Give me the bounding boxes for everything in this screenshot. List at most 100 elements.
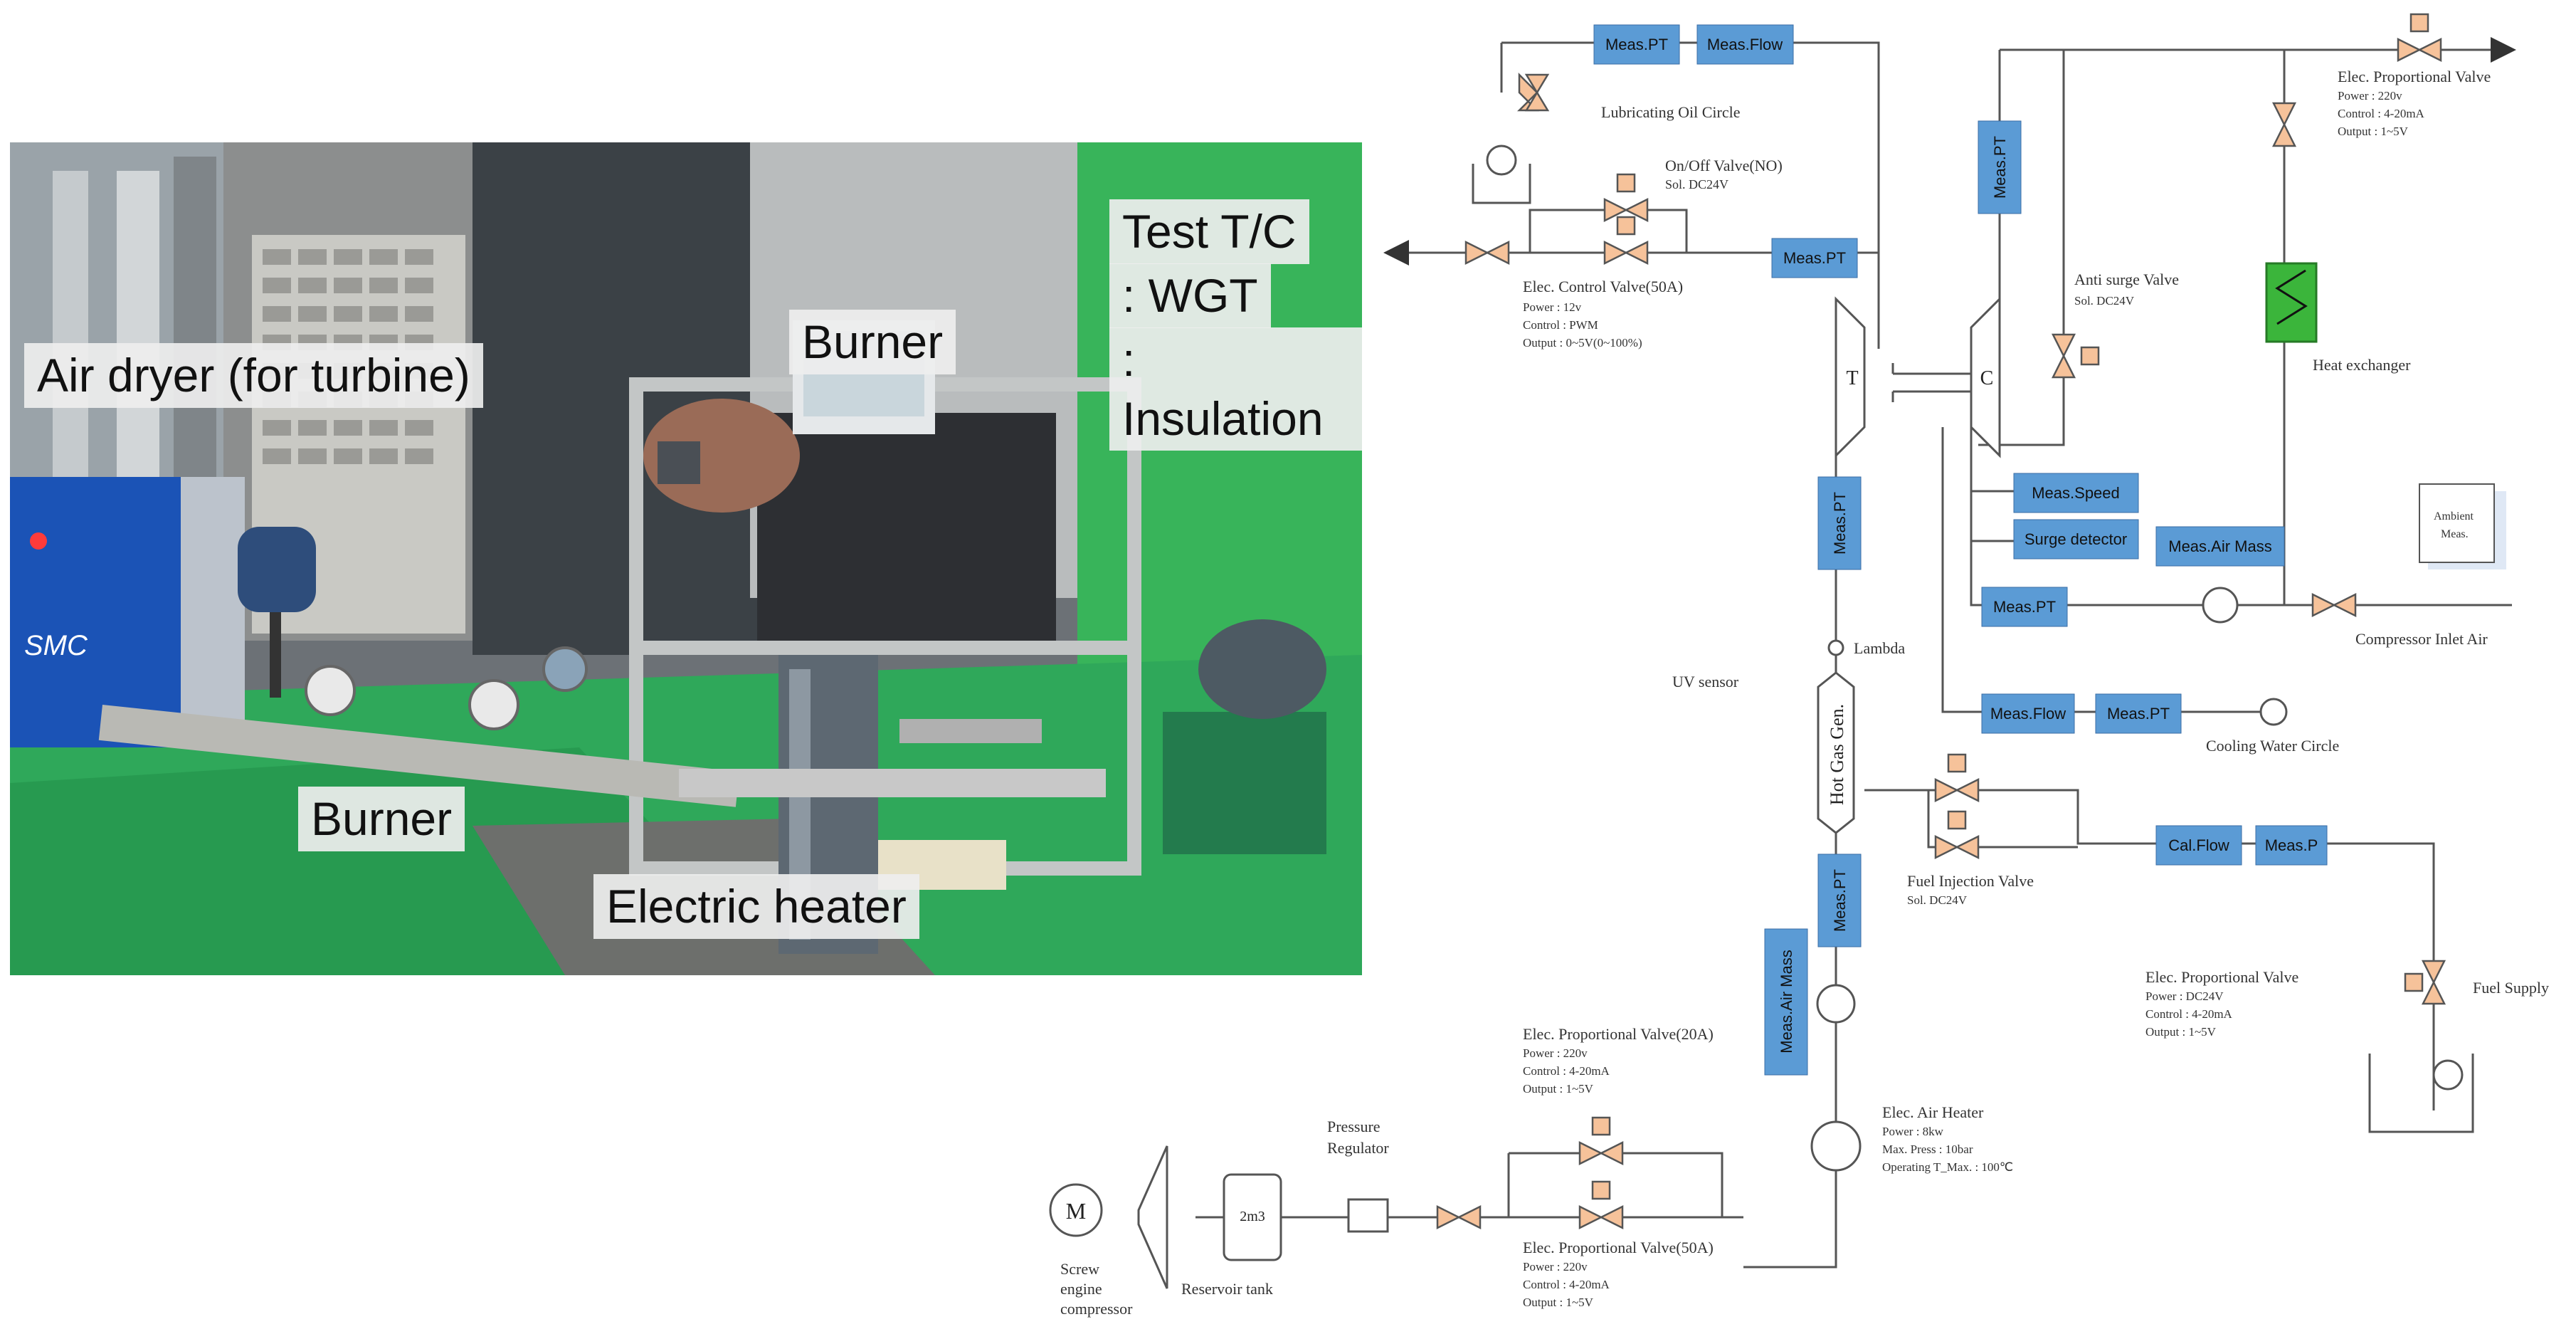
- p50-output: Output : 1~5V: [1523, 1296, 1594, 1309]
- meas-flow-cool-text: Meas.Flow: [1990, 705, 2066, 723]
- lub-valve-icon: [1516, 72, 1550, 112]
- meas-p: [2255, 825, 2328, 866]
- meas-boxes: Meas.PT Meas.Flow Meas.PT Meas.PT Meas.P…: [1593, 24, 2328, 1076]
- surge-detector-text: Surge detector: [2025, 530, 2127, 548]
- fuel-injection-valve2-icon: [1934, 810, 1980, 860]
- prop-top-control: Control : 4-20mA: [2338, 107, 2425, 120]
- lambda-label: Lambda: [1854, 639, 1905, 657]
- prop-valve-50a-label: Elec. Proportional Valve(50A): [1523, 1239, 1714, 1256]
- ambient-label: Ambient: [2434, 510, 2474, 522]
- reservoir-tank-icon: [1223, 1173, 1282, 1261]
- cal-flow: [2155, 825, 2242, 866]
- bypass-valve-icon: [2271, 102, 2297, 147]
- test-rig-photo: SMC Test T/C : WGT : Insulatio: [10, 142, 1362, 975]
- inlet-valve-icon: [2311, 592, 2357, 618]
- anti-surge-label: Anti surge Valve: [2074, 271, 2179, 288]
- meas-pt-cool-text: Meas.PT: [2107, 705, 2170, 723]
- heat-exchanger-icon: [2265, 262, 2318, 343]
- prop-valve-fuel-label: Elec. Proportional Valve: [2145, 968, 2298, 986]
- reservoir-tank-label: Reservoir tank: [1181, 1280, 1273, 1298]
- meas-pt-outlet: [1771, 238, 1858, 278]
- cooling-water-pump-icon: [2259, 698, 2288, 726]
- onoff-valve-label: On/Off Valve(NO): [1665, 157, 1783, 174]
- label-electric-heater: Electric heater: [593, 874, 919, 939]
- control-valve-icon: [1603, 216, 1649, 266]
- p20-output: Output : 1~5V: [1523, 1082, 1594, 1096]
- ctrl-control: Control : PWM: [1523, 318, 1598, 332]
- prop-fuel-control: Control : 4-20mA: [2145, 1007, 2233, 1021]
- air-heater-icon: [1810, 1120, 1862, 1172]
- air-mass-flowmeter-icon: [1816, 984, 1856, 1024]
- fuel-supply-label: Fuel Supply: [2473, 979, 2549, 997]
- prop-valve-top-label: Elec. Proportional Valve: [2338, 68, 2491, 85]
- prop-fuel-output: Output : 1~5V: [2145, 1025, 2217, 1039]
- meas-flow-top-text: Meas.Flow: [1707, 36, 1783, 53]
- lub-oil-label: Lubricating Oil Circle: [1601, 103, 1741, 121]
- heat-exchanger-label: Heat exchanger: [2313, 356, 2411, 374]
- compressor-inlet-label: Compressor Inlet Air: [2355, 630, 2488, 648]
- fuel-pump-icon: [2432, 1059, 2464, 1091]
- meas-pt-top: [1593, 24, 1680, 65]
- meas-speed-text: Meas.Speed: [2032, 484, 2120, 502]
- air-heater-label: Elec. Air Heater: [1882, 1103, 1984, 1121]
- meas-pt-cool: [2095, 693, 2182, 734]
- meas-pt-hgg: [1817, 854, 1862, 947]
- meas-air-mass-comp-text: Meas.Air Mass: [2168, 537, 2271, 555]
- lub-pump-icon: [1486, 145, 1517, 176]
- anti-surge-valve-icon: [2051, 333, 2100, 379]
- regulator-label: Regulator: [1327, 1139, 1389, 1157]
- meas-pt-outlet-text: Meas.PT: [1783, 249, 1846, 267]
- fuel-injection-label: Fuel Injection Valve: [1907, 872, 2034, 890]
- onoff-valve-icon: [1603, 173, 1649, 223]
- meas-flow-cool: [1981, 693, 2075, 734]
- label-wgt: : WGT: [1109, 263, 1271, 328]
- p20-control: Control : 4-20mA: [1523, 1064, 1610, 1078]
- ambient-meas-box: [2419, 483, 2495, 563]
- prop-fuel-power: Power : DC24V: [2145, 989, 2224, 1003]
- label-burner-top: Burner: [789, 310, 956, 374]
- fuel-injection-sol: Sol. DC24V: [1907, 893, 1968, 907]
- turbine-icon: [1835, 296, 1866, 458]
- compressor-icon: [1970, 296, 2001, 458]
- meas-pt-inlet: [1981, 587, 2068, 627]
- meas-pt-turbine-text: Meas.PT: [1831, 492, 1849, 555]
- lambda-sensor-icon: [1827, 639, 1844, 656]
- prop-top-power: Power : 220v: [2338, 89, 2402, 103]
- ctrl-power: Power : 12v: [1523, 300, 1582, 314]
- meas-pt-comp: [1978, 120, 2022, 214]
- meas-pt-top-text: Meas.PT: [1605, 36, 1668, 53]
- meas-label: Meas.: [2441, 528, 2469, 540]
- fuel-injection-valve1-icon: [1934, 753, 1980, 803]
- ah-power: Power : 8kw: [1882, 1125, 1944, 1138]
- meas-p-text: Meas.P: [2265, 836, 2318, 854]
- air-mass-meter-icon: [2202, 587, 2239, 624]
- screw-compressor-icon: [1137, 1145, 1168, 1289]
- prop-valve-20a-icon: [1578, 1116, 1624, 1166]
- hot-gas-generator: [1817, 671, 1855, 834]
- screw-label: Screw: [1060, 1260, 1099, 1278]
- surge-detector: [2013, 519, 2139, 560]
- meas-air-mass-low: [1764, 928, 1808, 1076]
- turbine-label: T: [1846, 367, 1858, 389]
- compressor-label: C: [1980, 367, 1994, 389]
- meas-pt-comp-text: Meas.PT: [1991, 136, 2009, 199]
- meas-air-mass-comp: [2155, 526, 2285, 567]
- label-test-tc: Test T/C: [1109, 199, 1309, 264]
- motor-label: M: [1066, 1198, 1086, 1224]
- tank-volume: 2m3: [1240, 1209, 1265, 1224]
- prop-top-output: Output : 1~5V: [2338, 125, 2409, 138]
- p20-power: Power : 220v: [1523, 1046, 1588, 1060]
- uv-sensor-label: UV sensor: [1672, 673, 1739, 690]
- p50-control: Control : 4-20mA: [1523, 1278, 1610, 1291]
- anti-surge-sol: Sol. DC24V: [2074, 294, 2135, 308]
- ctrl-valve-label: Elec. Control Valve(50A): [1523, 278, 1683, 295]
- dryer-brand: SMC: [24, 630, 88, 661]
- engine-label: engine: [1060, 1280, 1102, 1298]
- cal-flow-text: Cal.Flow: [2168, 836, 2229, 854]
- meas-speed: [2013, 473, 2139, 513]
- meas-air-mass-low-text: Meas.Air Mass: [1778, 950, 1795, 1053]
- prop-valve-50a-icon: [1578, 1180, 1624, 1230]
- heat-exchanger-zigzag-icon: [2275, 269, 2308, 325]
- motor-icon: [1049, 1183, 1103, 1237]
